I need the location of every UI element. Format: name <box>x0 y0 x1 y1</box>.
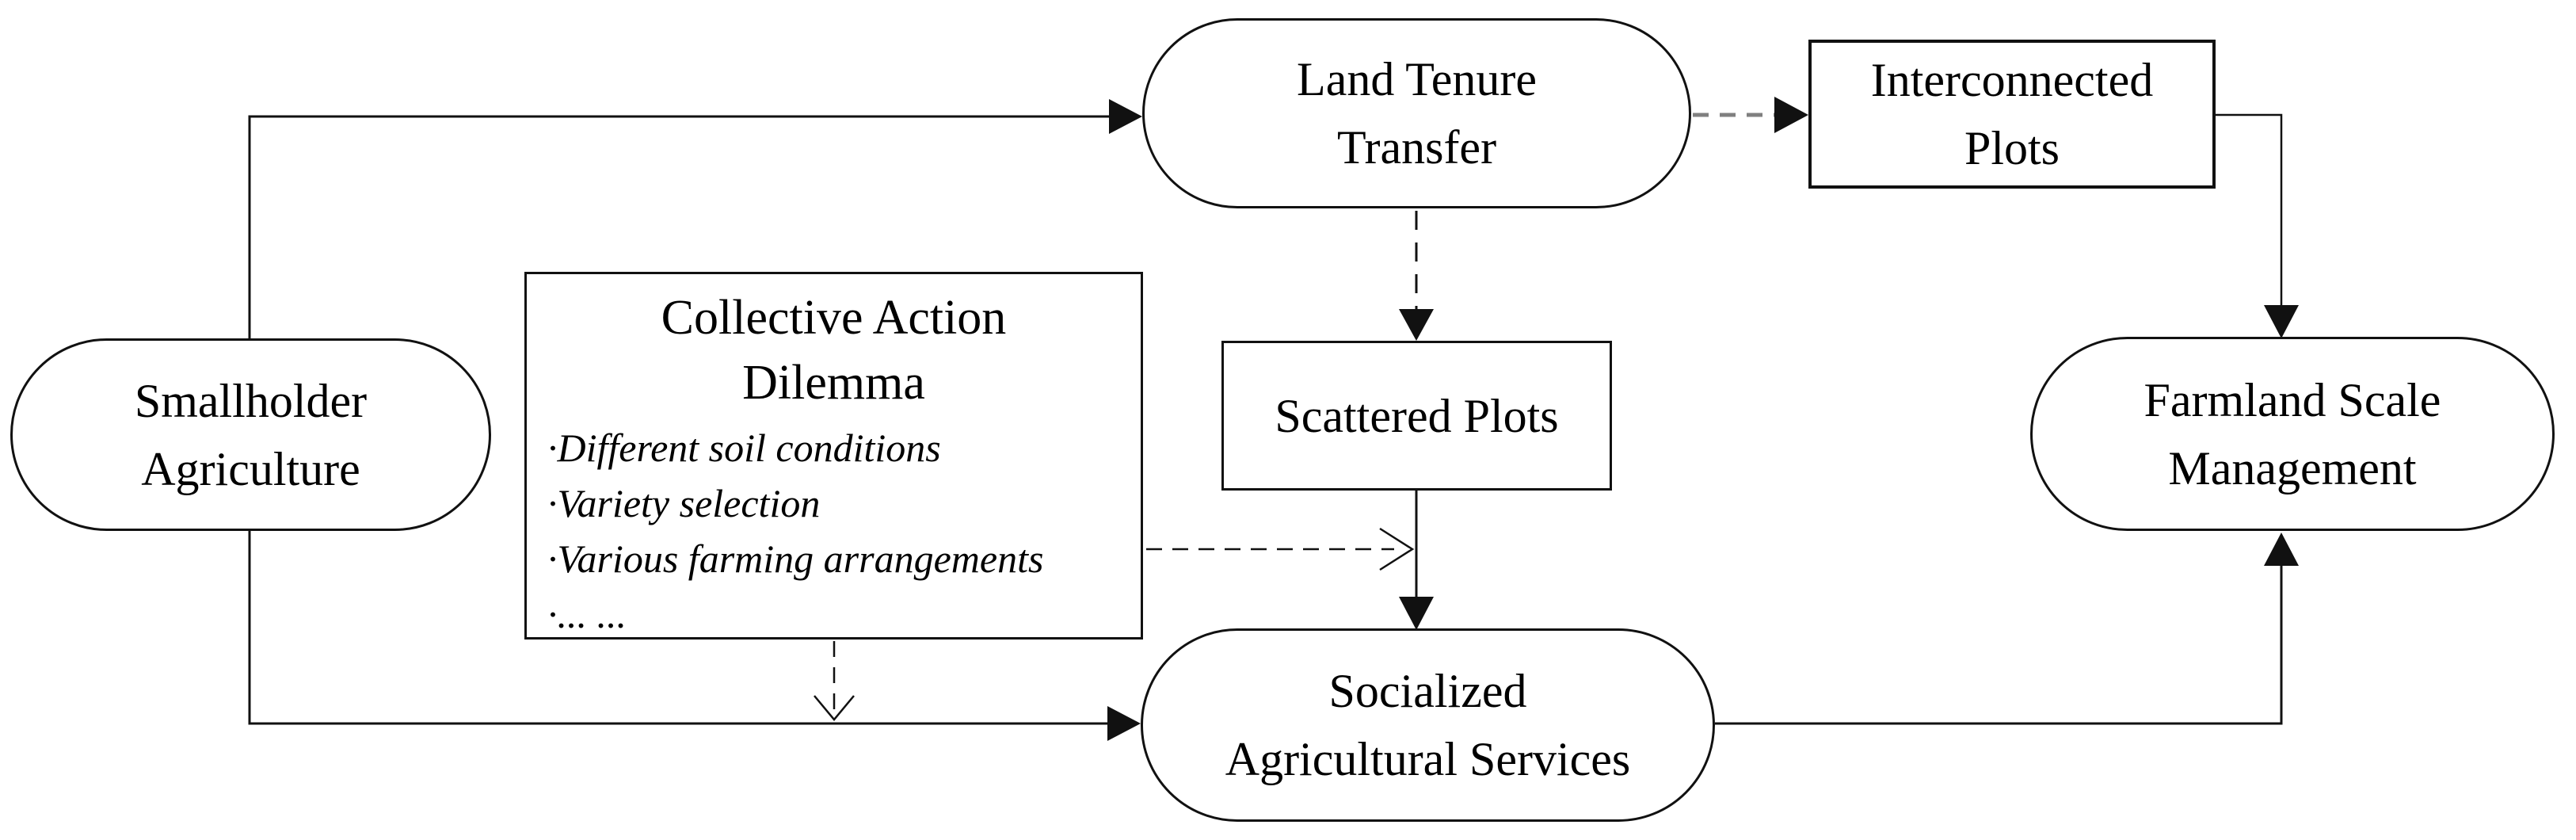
node-scattered-plots: Scattered Plots <box>1221 341 1612 491</box>
bullet-item: ·Variety selection <box>547 481 821 525</box>
node-farmland-scale-management: Farmland Scale Management <box>2030 337 2555 531</box>
bullet-item: ·Various farming arrangements <box>547 536 1044 581</box>
arrowhead-up-icon <box>2264 533 2299 566</box>
arrowhead-right-icon <box>1107 706 1141 741</box>
arrowhead-down-icon <box>1399 309 1434 341</box>
edge-smallholder-to-land-tenure <box>248 99 1142 338</box>
node-label: Interconnected <box>1870 54 2154 106</box>
arrowhead-down-icon <box>1399 597 1434 630</box>
bullet-item: ·... ... <box>547 592 627 636</box>
node-label: Management <box>2168 441 2417 494</box>
edge-interconnected-to-farmland <box>2216 113 2299 338</box>
bullet-item: ·Different soil conditions <box>547 426 941 470</box>
edge-land-tenure-to-interconnected <box>1693 97 1808 133</box>
node-label: Smallholder <box>134 374 368 427</box>
edge-socialized-to-farmland <box>1715 533 2299 725</box>
chevron-down-icon <box>814 695 855 721</box>
chevron-right-icon <box>1379 527 1415 571</box>
node-label: Plots <box>1964 122 2060 174</box>
node-label: Scattered Plots <box>1275 389 1559 442</box>
edge-smallholder-to-socialized <box>248 531 1141 741</box>
node-label: Transfer <box>1336 121 1497 174</box>
arrowhead-down-icon <box>2264 305 2299 338</box>
arrowhead-right-icon <box>1109 99 1142 134</box>
collective-action-title: Collective Action Dilemma <box>547 285 1120 415</box>
edge-land-tenure-to-scattered <box>1399 211 1434 341</box>
node-label: Dilemma <box>742 356 925 410</box>
collective-action-bullet-list: ·Different soil conditions ·Variety sele… <box>547 420 1120 642</box>
edge-scattered-to-socialized <box>1399 491 1434 630</box>
node-land-tenure-transfer: Land Tenure Transfer <box>1142 18 1691 208</box>
node-label: Agricultural Services <box>1225 733 1631 785</box>
arrowhead-right-icon <box>1774 97 1808 133</box>
node-label: Collective Action <box>661 291 1007 345</box>
edge-collective-to-socialized-link <box>814 641 855 721</box>
node-interconnected-plots: Interconnected Plots <box>1808 40 2216 189</box>
node-label: Socialized <box>1328 665 1527 717</box>
node-collective-action-dilemma: Collective Action Dilemma ·Different soi… <box>524 272 1143 640</box>
node-label: Farmland Scale <box>2143 373 2441 426</box>
edge-collective-to-scattered-link <box>1146 527 1415 571</box>
node-label: Agriculture <box>141 442 360 495</box>
node-label: Land Tenure <box>1297 53 1537 105</box>
node-socialized-agricultural-services: Socialized Agricultural Services <box>1141 628 1715 822</box>
node-smallholder-agriculture: Smallholder Agriculture <box>10 338 491 531</box>
